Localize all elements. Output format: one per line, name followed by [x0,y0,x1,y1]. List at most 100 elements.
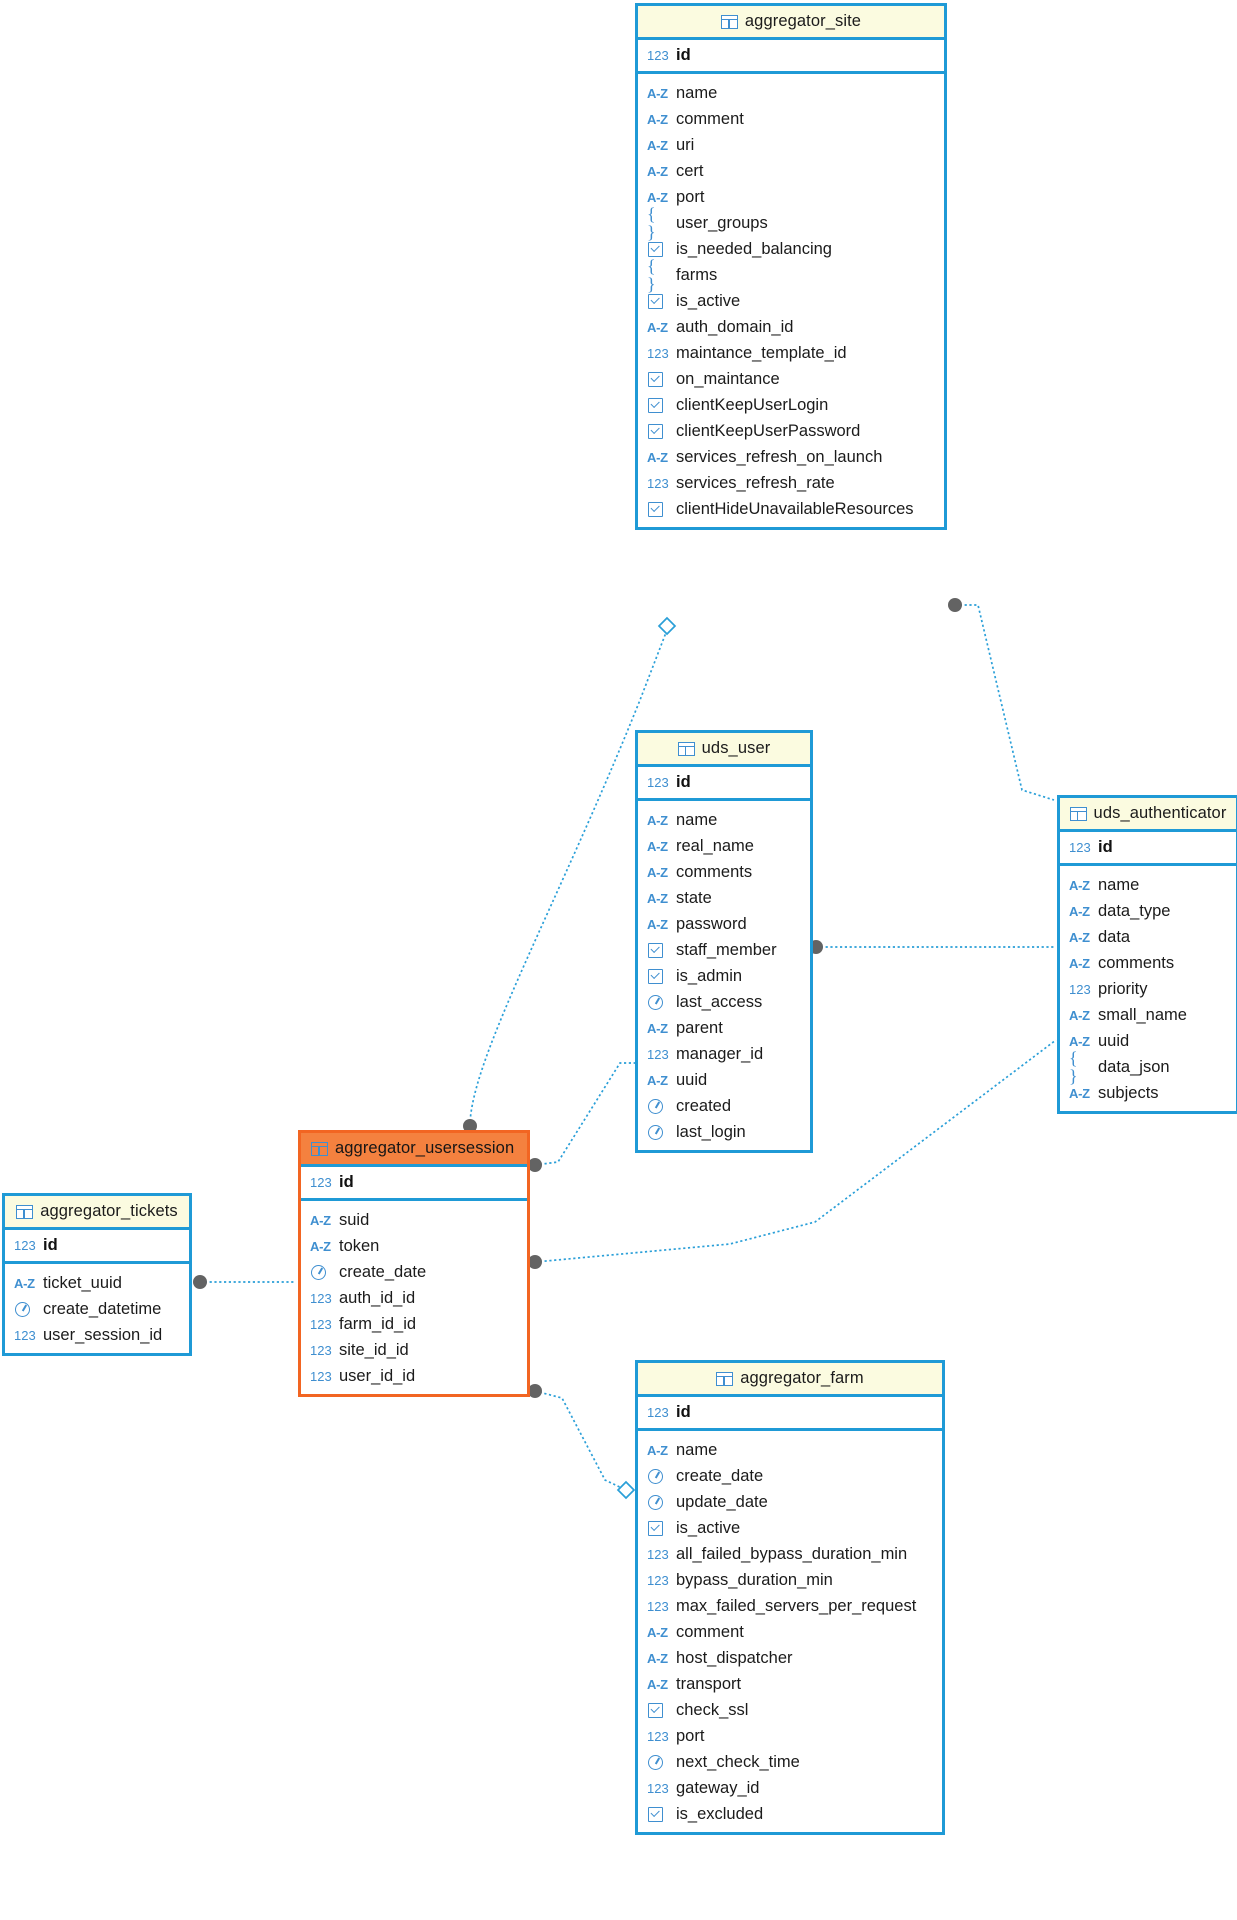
boolean-type-icon-wrap [647,422,668,440]
field-row[interactable]: clientKeepUserPassword [638,418,944,444]
field-row[interactable]: create_date [301,1259,527,1285]
table-header-uds_authenticator[interactable]: uds_authenticator [1060,798,1236,832]
field-row[interactable]: clientKeepUserLogin [638,392,944,418]
relationship-site-to-authenticator[interactable] [948,598,1055,801]
field-row[interactable]: is_needed_balancing [638,236,944,262]
relationship-endpoint-dot[interactable] [528,1384,542,1398]
field-row[interactable]: clientHideUnavailableResources [638,496,944,522]
relationship-user-to-authenticator[interactable] [809,940,1056,954]
field-row[interactable]: last_login [638,1119,810,1145]
datetime-type-icon-wrap [647,1467,668,1485]
field-row[interactable]: created [638,1093,810,1119]
field-row[interactable]: check_ssl [638,1697,942,1723]
field-row[interactable]: { }farms [638,257,944,293]
datetime-type-icon-wrap [14,1300,35,1318]
field-row[interactable]: next_check_time [638,1749,942,1775]
relationship-usersession-to-farm[interactable] [528,1384,636,1500]
field-row[interactable]: is_active [638,288,944,314]
field-row[interactable]: is_admin [638,963,810,989]
relationship-endpoint-dot[interactable] [528,1158,542,1172]
field-row[interactable]: A-Z small_name [1060,1002,1236,1028]
field-row[interactable]: create_datetime [5,1296,189,1322]
field-row[interactable]: create_date [638,1463,942,1489]
field-row[interactable]: { }data_json [1060,1049,1236,1085]
field-row[interactable]: { }user_groups [638,205,944,241]
table-header-aggregator_farm[interactable]: aggregator_farm [638,1363,942,1397]
field-row[interactable]: is_excluded [638,1801,942,1827]
field-row[interactable]: update_date [638,1489,942,1515]
text-type-icon: A-Z [1069,877,1090,893]
field-row[interactable]: on_maintance [638,366,944,392]
field-row[interactable]: staff_member [638,937,810,963]
table-name-label: aggregator_farm [740,1369,864,1387]
field-row[interactable]: is_active [638,1515,942,1541]
field-row[interactable]: last_access [638,989,810,1015]
text-type-icon: A-Z [1069,1007,1090,1023]
field-name-label: small_name [1098,1005,1187,1024]
table-header-aggregator_usersession[interactable]: aggregator_usersession [301,1133,527,1167]
relationship-endpoint-dot[interactable] [948,598,962,612]
table-header-aggregator_site[interactable]: aggregator_site [638,6,944,40]
table-header-uds_user[interactable]: uds_user [638,733,810,767]
relationship-endpoint-dot[interactable] [193,1275,207,1289]
relationship-tickets-to-usersession[interactable] [193,1275,296,1289]
relationship-endpoint-dot[interactable] [528,1255,542,1269]
table-header-aggregator_tickets[interactable]: aggregator_tickets [5,1196,189,1230]
